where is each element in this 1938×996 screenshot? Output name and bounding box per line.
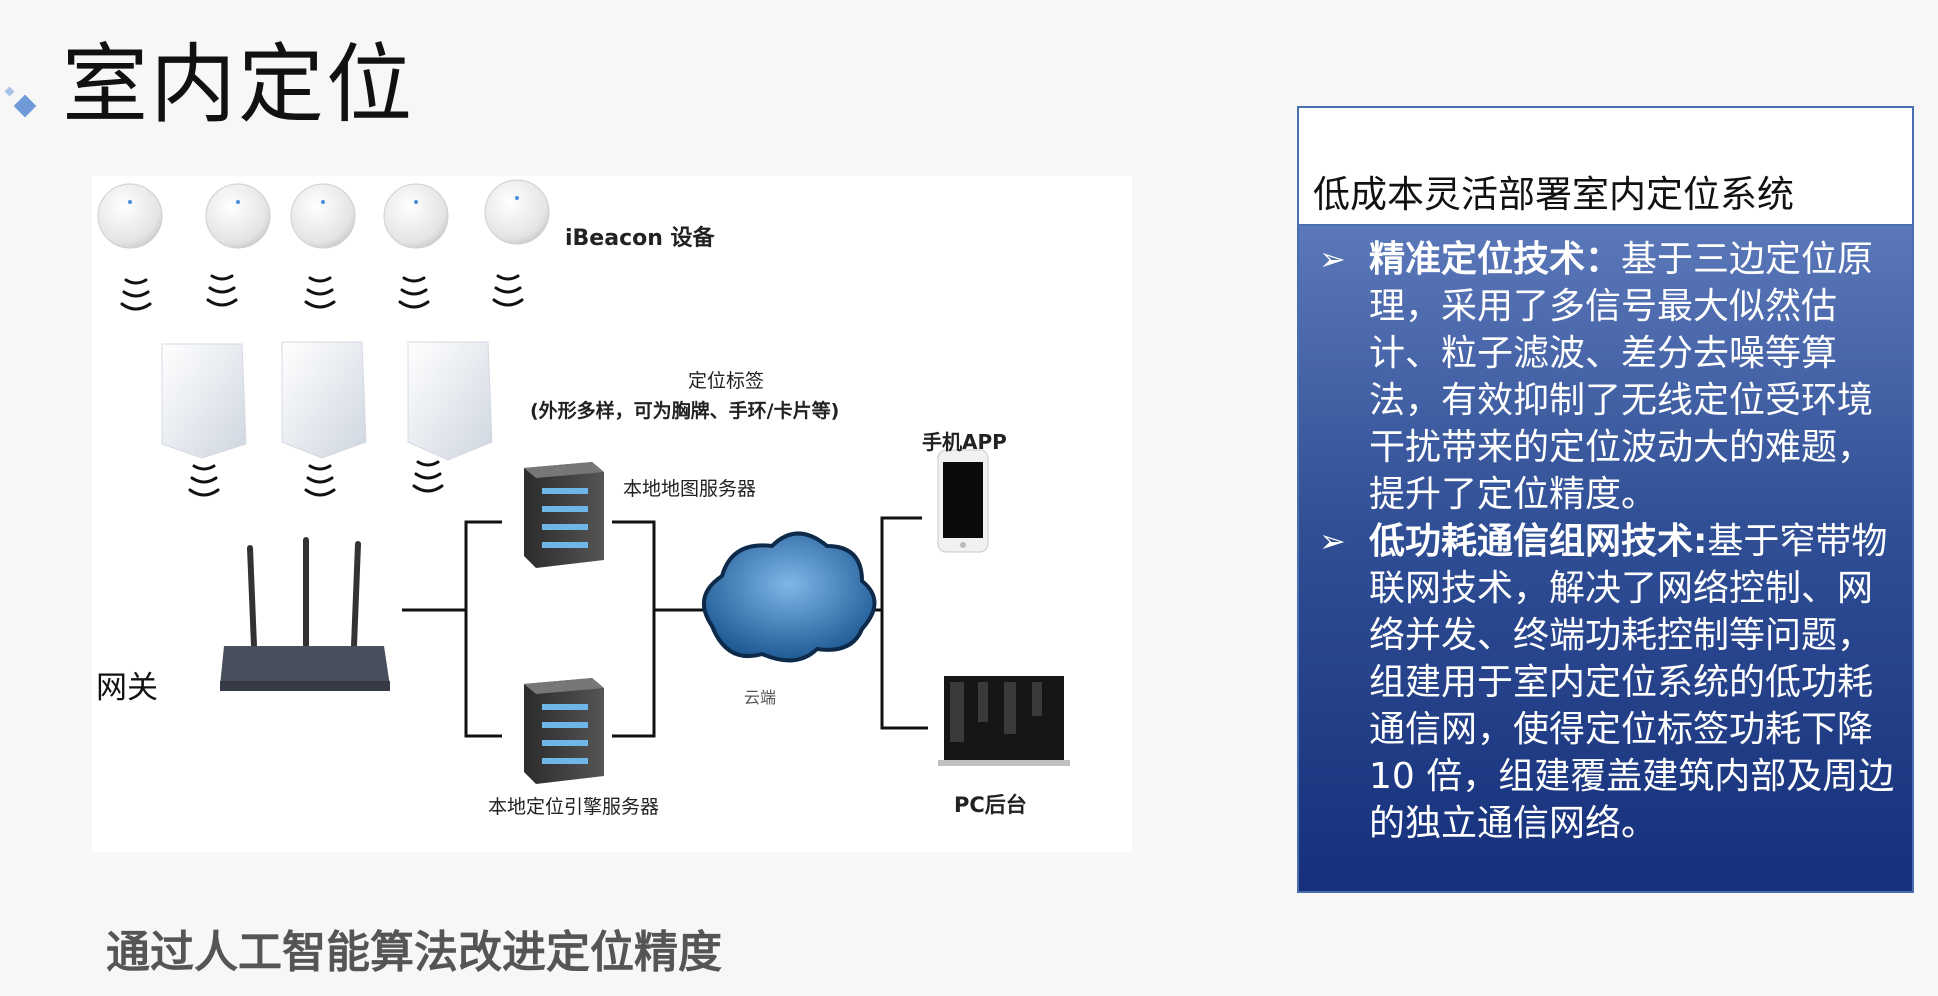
ibeacon-devices [97,179,550,249]
positioning-tags [161,341,493,461]
ibeacon-label: iBeacon 设备 [565,226,715,251]
panel-body: ➢ 精准定位技术：基于三边定位原理，采用了多信号最大似然估计、粒子滤波、差分去噪等… [1299,226,1912,891]
ibeacon-device [290,183,356,249]
gateway-router-icon [220,537,390,691]
feature-item-precise-positioning: ➢ 精准定位技术：基于三边定位原理，采用了多信号最大似然估计、粒子滤波、差分去噪等… [1319,236,1902,518]
gateway-label: 网关 [96,669,158,706]
feature-text: 基于三边定位原理，采用了多信号最大似然估计、粒子滤波、差分去噪等算法，有效抑制了… [1369,239,1874,515]
page-title: 室内定位 [62,35,414,135]
diagram-graphics [97,179,1070,784]
tag-card [407,341,493,461]
tag-card [281,341,367,459]
map-server-icon [524,462,604,568]
engine-server-label: 本地定位引擎服务器 [488,796,660,818]
feature-panel: 低成本灵活部署室内定位系统 ➢ 精准定位技术：基于三边定位原理，采用了多信号最大似… [1297,106,1914,893]
panel-header: 低成本灵活部署室内定位系统 [1299,108,1912,226]
tag-card [161,343,247,459]
engine-server-icon [524,678,604,784]
pc-monitor-icon [938,676,1070,766]
ibeacon-device [205,183,271,249]
ibeacon-device [97,183,163,249]
arrow-bullet-icon: ➢ [1319,522,1346,560]
feature-title: 精准定位技术： [1369,239,1622,280]
arrow-bullet-icon: ➢ [1319,240,1346,278]
cloud-icon [702,531,877,663]
signal-icon [188,460,444,497]
tags-label: 定位标签 [688,370,765,392]
map-server-label: 本地地图服务器 [623,478,757,500]
caption: 通过人工智能算法改进定位精度 [106,927,722,978]
decorative-diamonds [4,86,37,118]
panel-title: 低成本灵活部署室内定位系统 [1313,173,1794,216]
ibeacon-device [383,183,449,249]
signal-icon [120,274,524,311]
tags-sublabel: (外形多样，可为胸牌、手环/卡片等) [530,400,840,422]
feature-item-low-power-networking: ➢ 低功耗通信组网技术:基于窄带物联网技术，解决了网络控制、网络并发、终端功耗控制… [1319,518,1902,847]
feature-title: 低功耗通信组网技术: [1369,521,1708,562]
feature-text: 基于窄带物联网技术，解决了网络控制、网络并发、终端功耗控制等问题，组建用于室内定… [1369,521,1895,844]
indoor-positioning-diagram: iBeacon 设备 定位标签 (外形多样，可为胸牌、手环/卡片等) 本地地图服… [92,176,1132,852]
phone-icon [937,449,989,553]
gateway-label-box: 网关 [92,644,178,724]
pc-backend-label: PC后台 [954,793,1027,817]
cloud-label: 云端 [744,688,777,707]
phone-app-label: 手机APP [922,430,1007,454]
ibeacon-device [484,179,550,245]
